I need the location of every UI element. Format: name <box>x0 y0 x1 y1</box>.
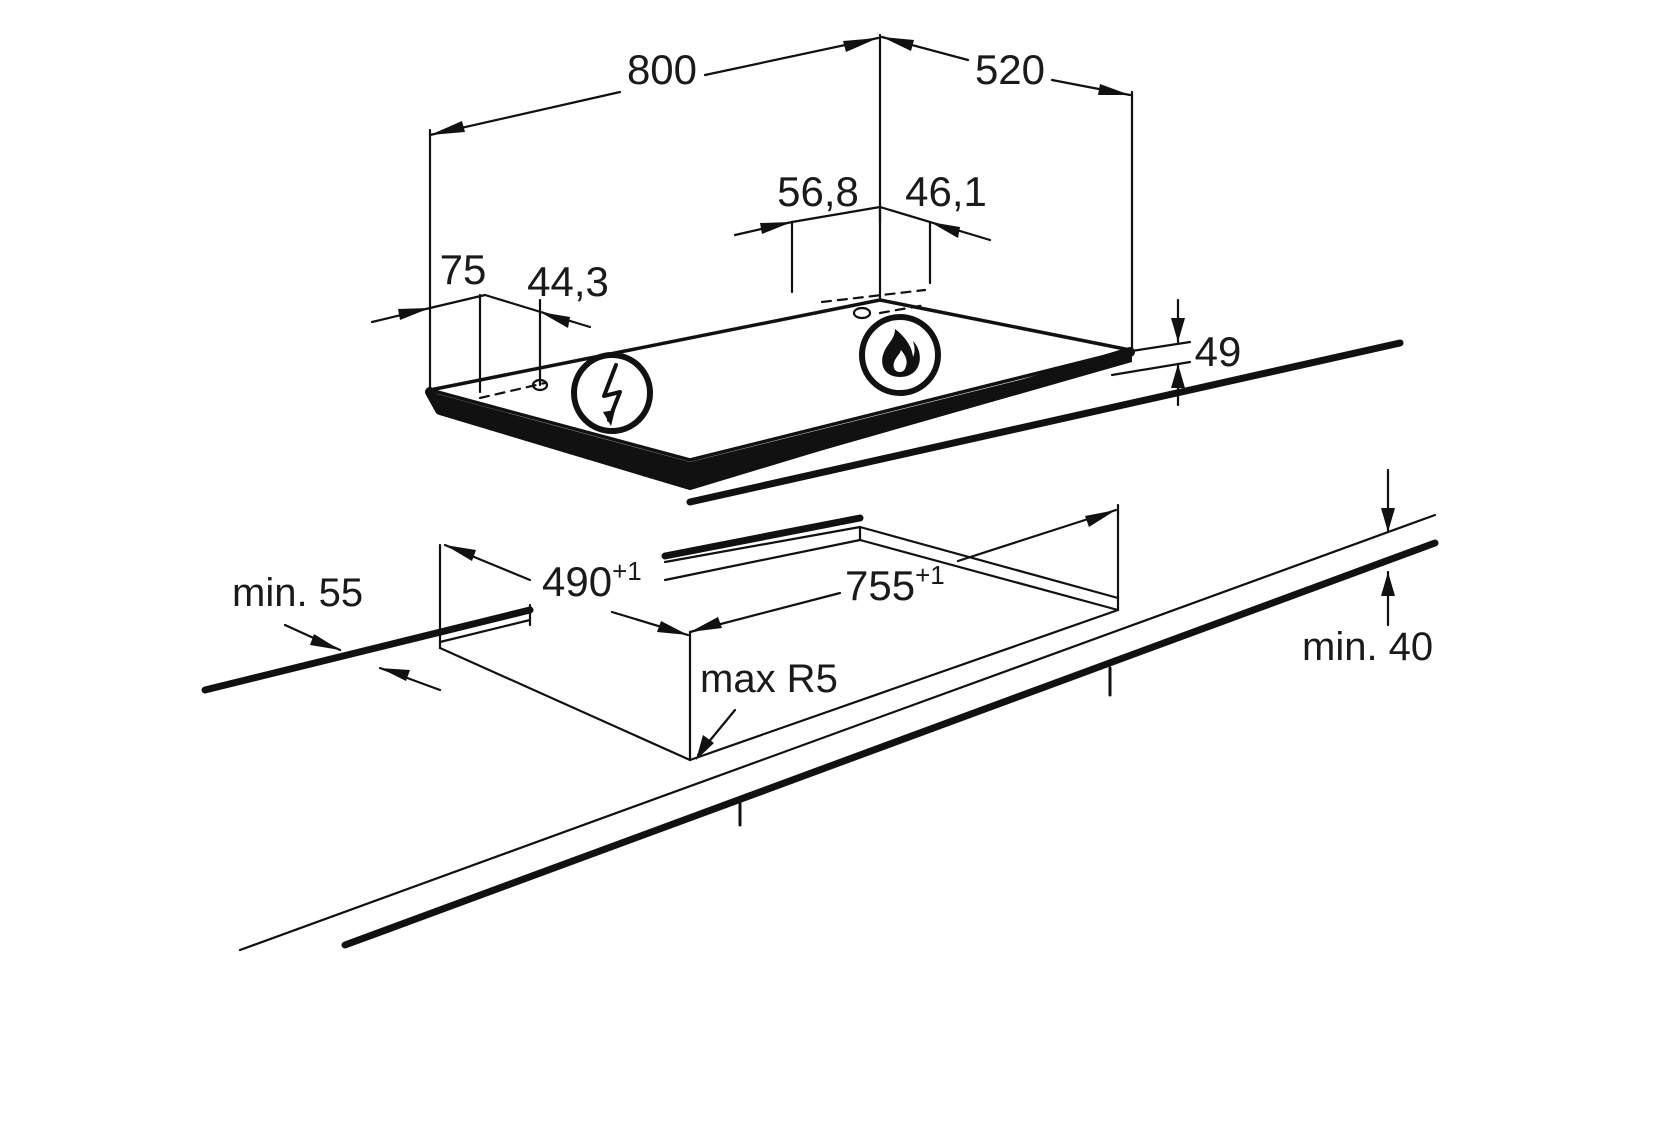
hob-right-edge-fill <box>690 352 1132 488</box>
elec-offset-y-label: 44,3 <box>527 258 609 305</box>
min-thickness-label: min. 40 <box>1302 625 1433 669</box>
cutout-depth-value: 490 <box>542 558 612 605</box>
min-front-label: min. 55 <box>232 571 363 615</box>
lightning-bolt-icon <box>571 352 653 434</box>
dimension-lines-bottom <box>283 468 1395 760</box>
width-label: 800 <box>627 46 697 93</box>
hob <box>425 288 1135 490</box>
gas-offset-x-label: 56,8 <box>777 168 859 215</box>
cutout-width-tolerance: +1 <box>915 560 945 590</box>
cutout-depth-tolerance: +1 <box>612 556 642 586</box>
cutout <box>438 503 1120 762</box>
height-label: 49 <box>1195 328 1242 375</box>
cutout-width-value: 755 <box>845 562 915 609</box>
cutout-width-label: 755+1 <box>845 560 945 609</box>
electric-connection <box>478 298 549 400</box>
flame-icon <box>859 314 941 396</box>
labels: 800 520 56,8 46,1 75 44,3 49 490+1 755+1… <box>232 46 1433 701</box>
dimension-lines-top <box>370 33 1192 407</box>
gas-connection <box>820 288 927 320</box>
max-radius-label: max R5 <box>700 657 838 701</box>
depth-label: 520 <box>975 46 1045 93</box>
elec-offset-x-label: 75 <box>440 246 487 293</box>
hob-front-edge-fill <box>430 392 690 488</box>
cutout-depth-label: 490+1 <box>542 556 642 605</box>
worktop <box>201 339 1439 952</box>
gas-offset-y-label: 46,1 <box>905 168 987 215</box>
